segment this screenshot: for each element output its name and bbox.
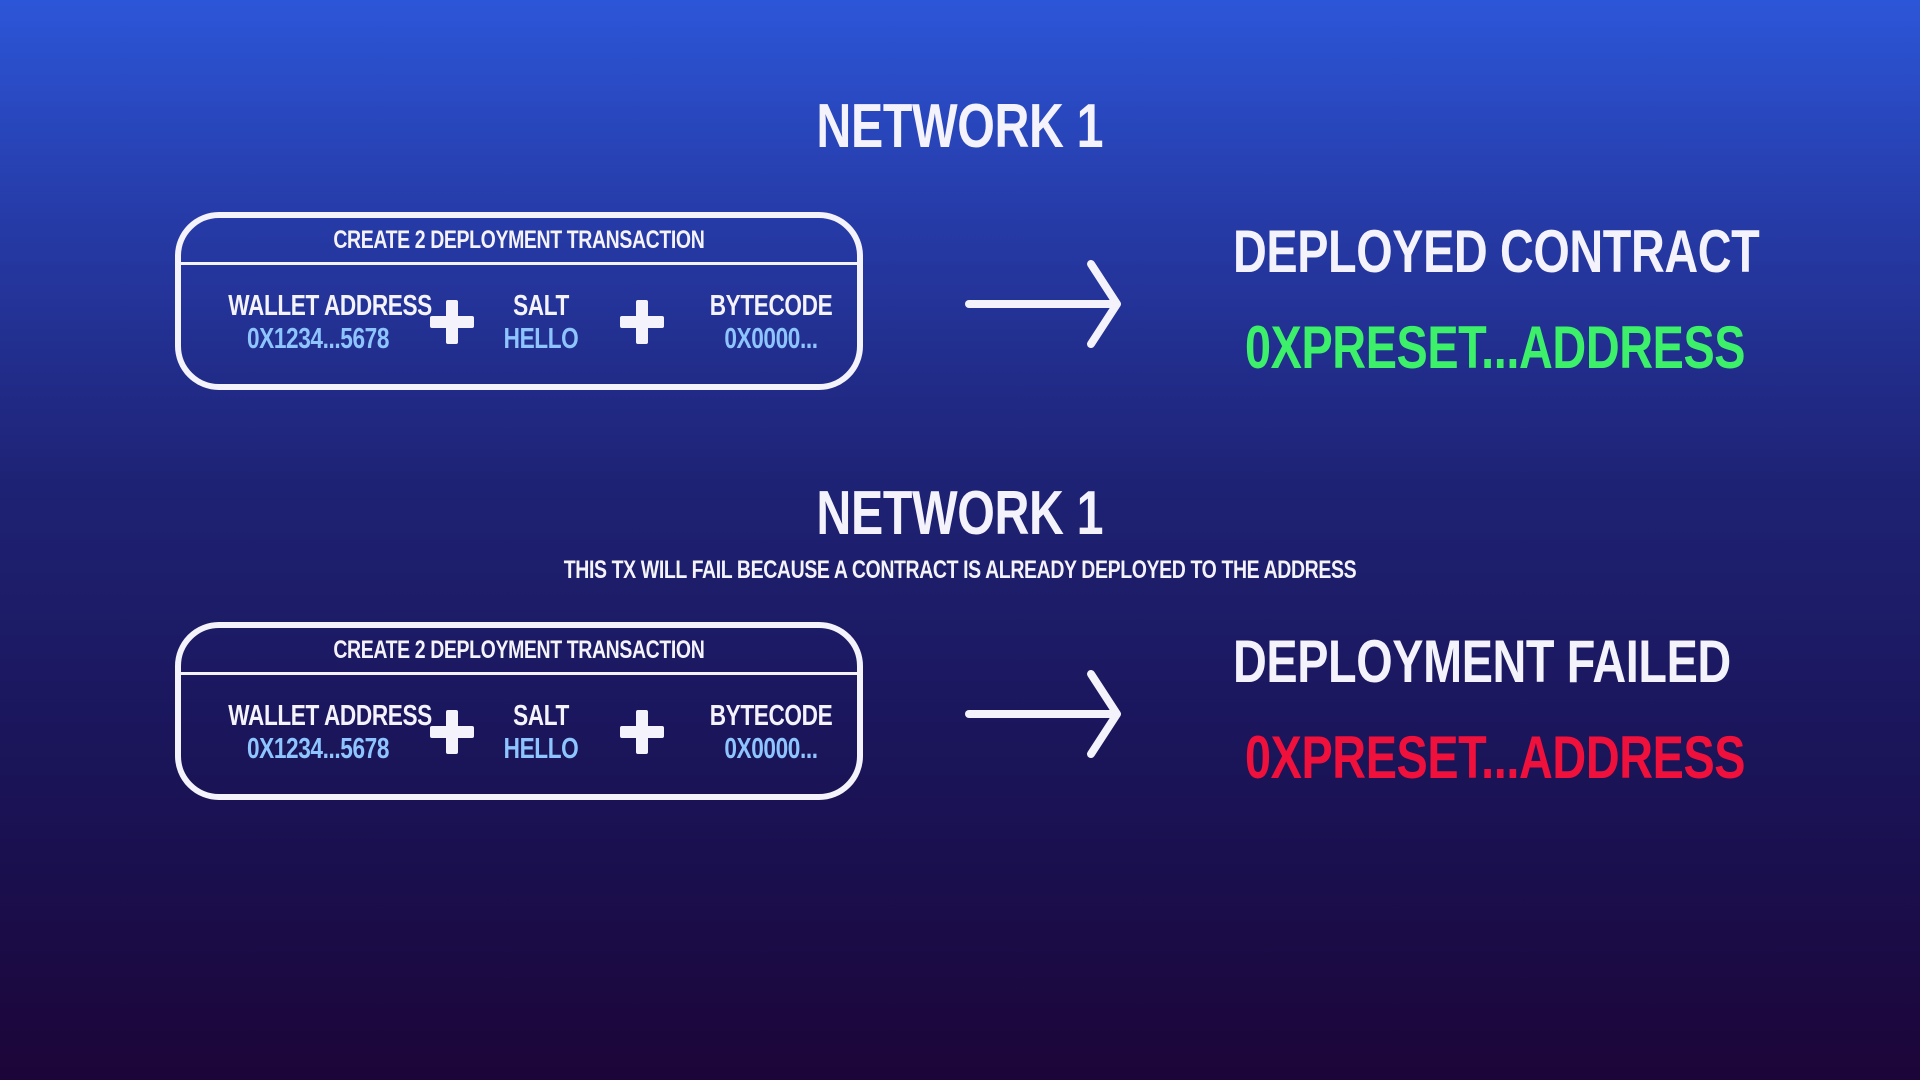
wallet-address-value: 0X1234...5678 (246, 323, 390, 355)
plus-icon (430, 300, 474, 344)
failure-explanation: THIS TX WILL FAIL BECAUSE A CONTRACT IS … (563, 556, 1357, 584)
bytecode-field: BYTECODE 0X0000... (691, 700, 851, 766)
failed-contract-address: 0XPRESET...ADDRESS (1245, 724, 1746, 791)
salt-value: HELLO (503, 323, 579, 355)
deployed-contract-address: 0XPRESET...ADDRESS (1245, 314, 1746, 381)
wallet-address-field: WALLET ADDRESS 0X1234...5678 (203, 290, 433, 356)
wallet-address-value: 0X1234...5678 (246, 733, 390, 765)
deployment-transaction-box: CREATE 2 DEPLOYMENT TRANSACTION WALLET A… (175, 212, 863, 390)
network-title: NETWORK 1 (816, 479, 1104, 548)
bytecode-value: 0X0000... (724, 323, 818, 355)
plus-icon (620, 710, 664, 754)
salt-label: SALT (513, 290, 569, 322)
salt-field: SALT HELLO (486, 700, 596, 766)
plus-icon (430, 710, 474, 754)
transaction-header-label: CREATE 2 DEPLOYMENT TRANSACTION (333, 636, 705, 664)
failure-explanation-container: THIS TX WILL FAIL BECAUSE A CONTRACT IS … (0, 558, 1920, 583)
transaction-header: CREATE 2 DEPLOYMENT TRANSACTION (181, 628, 857, 675)
wallet-address-label: WALLET ADDRESS (228, 290, 432, 322)
deployment-transaction-box: CREATE 2 DEPLOYMENT TRANSACTION WALLET A… (175, 622, 863, 800)
network-title: NETWORK 1 (816, 92, 1104, 161)
result-label: DEPLOYMENT FAILED (1233, 628, 1731, 695)
transaction-header-label: CREATE 2 DEPLOYMENT TRANSACTION (333, 226, 705, 254)
salt-value: HELLO (503, 733, 579, 765)
arrow-right-icon (965, 260, 1121, 348)
wallet-address-label: WALLET ADDRESS (228, 700, 432, 732)
result-label: DEPLOYED CONTRACT (1233, 218, 1760, 285)
arrow-right-icon (965, 670, 1121, 758)
bytecode-value: 0X0000... (724, 733, 818, 765)
network-title-container: NETWORK 1 (0, 483, 1920, 545)
salt-field: SALT HELLO (486, 290, 596, 356)
transaction-header: CREATE 2 DEPLOYMENT TRANSACTION (181, 218, 857, 265)
bytecode-label: BYTECODE (709, 700, 833, 732)
bytecode-field: BYTECODE 0X0000... (691, 290, 851, 356)
wallet-address-field: WALLET ADDRESS 0X1234...5678 (203, 700, 433, 766)
network-title-container: NETWORK 1 (0, 96, 1920, 158)
salt-label: SALT (513, 700, 569, 732)
plus-icon (620, 300, 664, 344)
bytecode-label: BYTECODE (709, 290, 833, 322)
